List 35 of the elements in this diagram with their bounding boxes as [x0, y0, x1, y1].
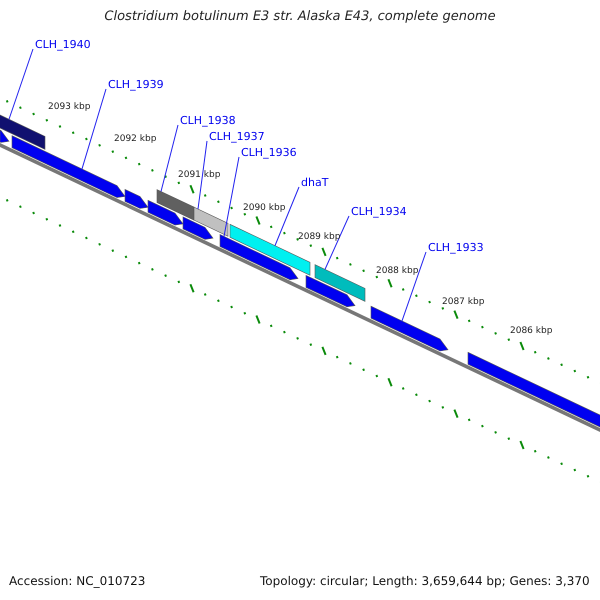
gene-label: dhaT [301, 176, 328, 189]
gene-feature [220, 234, 299, 280]
scale-label: 2088 kbp [376, 266, 418, 276]
scale-label: 2090 kbp [243, 203, 286, 213]
gene-block [194, 206, 228, 237]
leader-line [324, 216, 350, 270]
scale-label: 2086 kbp [510, 326, 552, 336]
gene-block [156, 189, 194, 221]
gene-block [314, 264, 366, 302]
scale-label: 2087 kbp [442, 297, 484, 307]
leader-line [274, 186, 300, 246]
gene-label: CLH_1936 [241, 146, 297, 159]
footer-text: Topology: circular; Length: 3,659,644 bp; Genes: 3,370 [260, 574, 590, 588]
scale-label: 2089 kbp [298, 232, 340, 242]
scale-label: 2092 kbp [114, 134, 156, 144]
gene-feature [148, 200, 184, 226]
scale-label: 2093 kbp [48, 102, 90, 112]
leader-line [160, 124, 178, 192]
gene-feature [0, 130, 10, 143]
gene-label: CLH_1934 [351, 205, 407, 218]
leader-line [198, 140, 208, 210]
diagram-title: Clostridium botulinum E3 str. Alaska E43, complete genome [103, 9, 497, 24]
gene-feature [182, 216, 214, 240]
gene-feature [124, 188, 149, 209]
gene-label: CLH_1938 [180, 114, 236, 127]
footer-text: Accession: NC_010723 [9, 574, 146, 588]
leader-line [8, 48, 34, 120]
scale-label: 2091 kbp [178, 170, 220, 180]
gene-label: CLH_1933 [428, 241, 484, 254]
gene-label: CLH_1939 [108, 78, 164, 91]
gene-feature [370, 306, 449, 352]
gene-feature [306, 274, 356, 308]
gene-label: CLH_1937 [209, 130, 265, 143]
gene-label: CLH_1940 [35, 38, 91, 51]
gene-feature [468, 352, 600, 430]
